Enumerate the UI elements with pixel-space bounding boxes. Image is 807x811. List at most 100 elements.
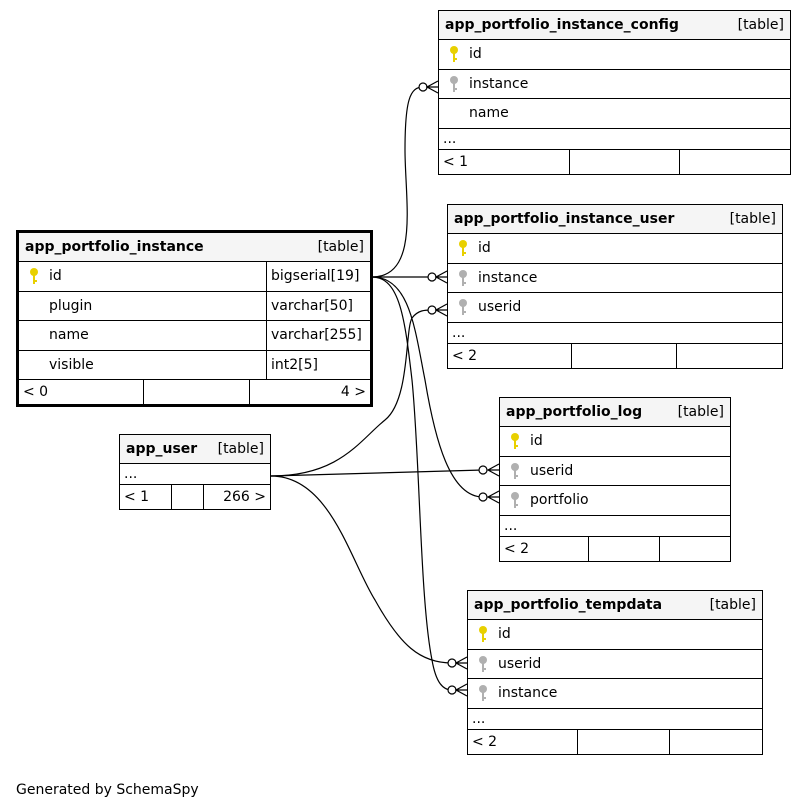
foreign-key-icon	[468, 684, 498, 702]
edge-user-to-tempdata	[270, 475, 453, 664]
more-columns: ...	[439, 129, 790, 150]
column-row[interactable]: name varchar[255]	[19, 321, 370, 351]
column-row[interactable]: id	[448, 234, 782, 264]
column-row[interactable]: plugin varchar[50]	[19, 291, 370, 321]
column-name: id	[469, 46, 482, 63]
table-kind: [table]	[677, 404, 724, 420]
column-name: id	[478, 240, 491, 257]
column-row[interactable]: id	[500, 427, 730, 457]
table-kind: [table]	[737, 17, 784, 33]
table-header: app_portfolio_tempdata [table]	[468, 591, 762, 620]
parents-count: < 2	[472, 733, 498, 750]
foreign-key-icon	[468, 655, 498, 673]
column-name: userid	[498, 655, 542, 672]
table-header: app_portfolio_instance [table]	[19, 233, 370, 262]
children-count-cell	[143, 380, 249, 404]
column-name: portfolio	[530, 492, 589, 509]
rows-count: 266 >	[203, 485, 270, 509]
rows-count	[659, 536, 730, 561]
column-name: plugin	[49, 297, 93, 314]
generator-credit: Generated by SchemaSpy	[16, 782, 199, 798]
rows-count	[676, 343, 782, 368]
table-footer: < 1 266 >	[120, 485, 270, 509]
column-name: id	[49, 268, 62, 285]
primary-key-icon	[448, 239, 478, 257]
parents-count: < 0	[23, 384, 49, 400]
column-type: int2[5]	[266, 350, 370, 379]
primary-key-icon	[468, 625, 498, 643]
parents-count: < 1	[443, 153, 469, 170]
children-count-cell	[171, 485, 203, 509]
column-row[interactable]: portfolio	[500, 486, 730, 516]
table-name: app_portfolio_tempdata	[474, 597, 663, 613]
column-row[interactable]: visible int2[5]	[19, 350, 370, 380]
column-name: visible	[49, 356, 94, 373]
table-header: app_user [table]	[120, 435, 270, 464]
column-row[interactable]: instance	[468, 679, 762, 709]
column-row[interactable]: id	[439, 40, 790, 70]
column-name: instance	[498, 685, 558, 702]
column-name: instance	[478, 269, 538, 286]
edge-instance-to-config	[371, 86, 424, 278]
column-name: instance	[469, 75, 529, 92]
column-row[interactable]: userid	[468, 650, 762, 679]
table-footer: < 2	[468, 729, 762, 754]
column-row[interactable]: name	[439, 99, 790, 129]
rows-count: 4 >	[249, 380, 370, 404]
column-row[interactable]: id	[468, 620, 762, 650]
foreign-key-icon	[448, 298, 478, 316]
parents-count: < 2	[504, 540, 530, 557]
parents-count: < 2	[452, 347, 478, 364]
table-footer: < 0 4 >	[19, 380, 370, 404]
table-header: app_portfolio_log [table]	[500, 398, 730, 427]
column-type: varchar[50]	[266, 291, 370, 320]
table-name: app_portfolio_instance_user	[454, 211, 675, 227]
table-app-portfolio-tempdata[interactable]: app_portfolio_tempdata [table] id userid…	[467, 590, 763, 755]
table-footer: < 2	[500, 536, 730, 561]
column-name: id	[530, 433, 543, 450]
column-name: id	[498, 626, 511, 643]
table-app-portfolio-log[interactable]: app_portfolio_log [table] id userid port…	[499, 397, 731, 562]
column-row[interactable]: userid	[448, 293, 782, 323]
table-app-user[interactable]: app_user [table] ... < 1 266 >	[119, 434, 271, 510]
children-count-cell	[571, 343, 676, 368]
foreign-key-icon	[500, 491, 530, 509]
table-app-portfolio-instance-user[interactable]: app_portfolio_instance_user [table] id i…	[447, 204, 783, 369]
column-name: name	[49, 327, 89, 344]
parents-count: < 1	[124, 489, 150, 505]
column-row[interactable]: userid	[500, 457, 730, 486]
table-name: app_portfolio_log	[506, 404, 643, 420]
foreign-key-icon	[448, 269, 478, 287]
column-name: name	[469, 105, 509, 122]
table-footer: < 2	[448, 343, 782, 368]
table-name: app_portfolio_instance_config	[445, 17, 679, 33]
column-row[interactable]: instance	[448, 264, 782, 293]
rows-count	[679, 149, 790, 174]
children-count-cell	[577, 729, 669, 754]
table-kind: [table]	[709, 597, 756, 613]
rows-count	[669, 729, 762, 754]
column-type: varchar[255]	[266, 321, 370, 350]
table-header: app_portfolio_instance_config [table]	[439, 11, 790, 40]
table-header: app_portfolio_instance_user [table]	[448, 205, 782, 234]
table-kind: [table]	[217, 441, 264, 457]
foreign-key-icon	[439, 75, 469, 93]
edge-instance-to-tempdata	[371, 276, 453, 691]
table-name: app_portfolio_instance	[25, 239, 204, 255]
more-columns: ...	[500, 516, 730, 537]
column-name: userid	[530, 462, 574, 479]
column-name: userid	[478, 299, 522, 316]
column-row[interactable]: instance	[439, 70, 790, 99]
more-columns: ...	[120, 464, 270, 485]
table-app-portfolio-instance-config[interactable]: app_portfolio_instance_config [table] id…	[438, 10, 791, 175]
edge-user-to-log	[270, 469, 484, 477]
primary-key-icon	[19, 267, 49, 285]
children-count-cell	[588, 536, 659, 561]
primary-key-icon	[439, 45, 469, 63]
children-count-cell	[569, 149, 679, 174]
table-footer: < 1	[439, 149, 790, 174]
table-kind: [table]	[729, 211, 776, 227]
primary-key-icon	[500, 432, 530, 450]
